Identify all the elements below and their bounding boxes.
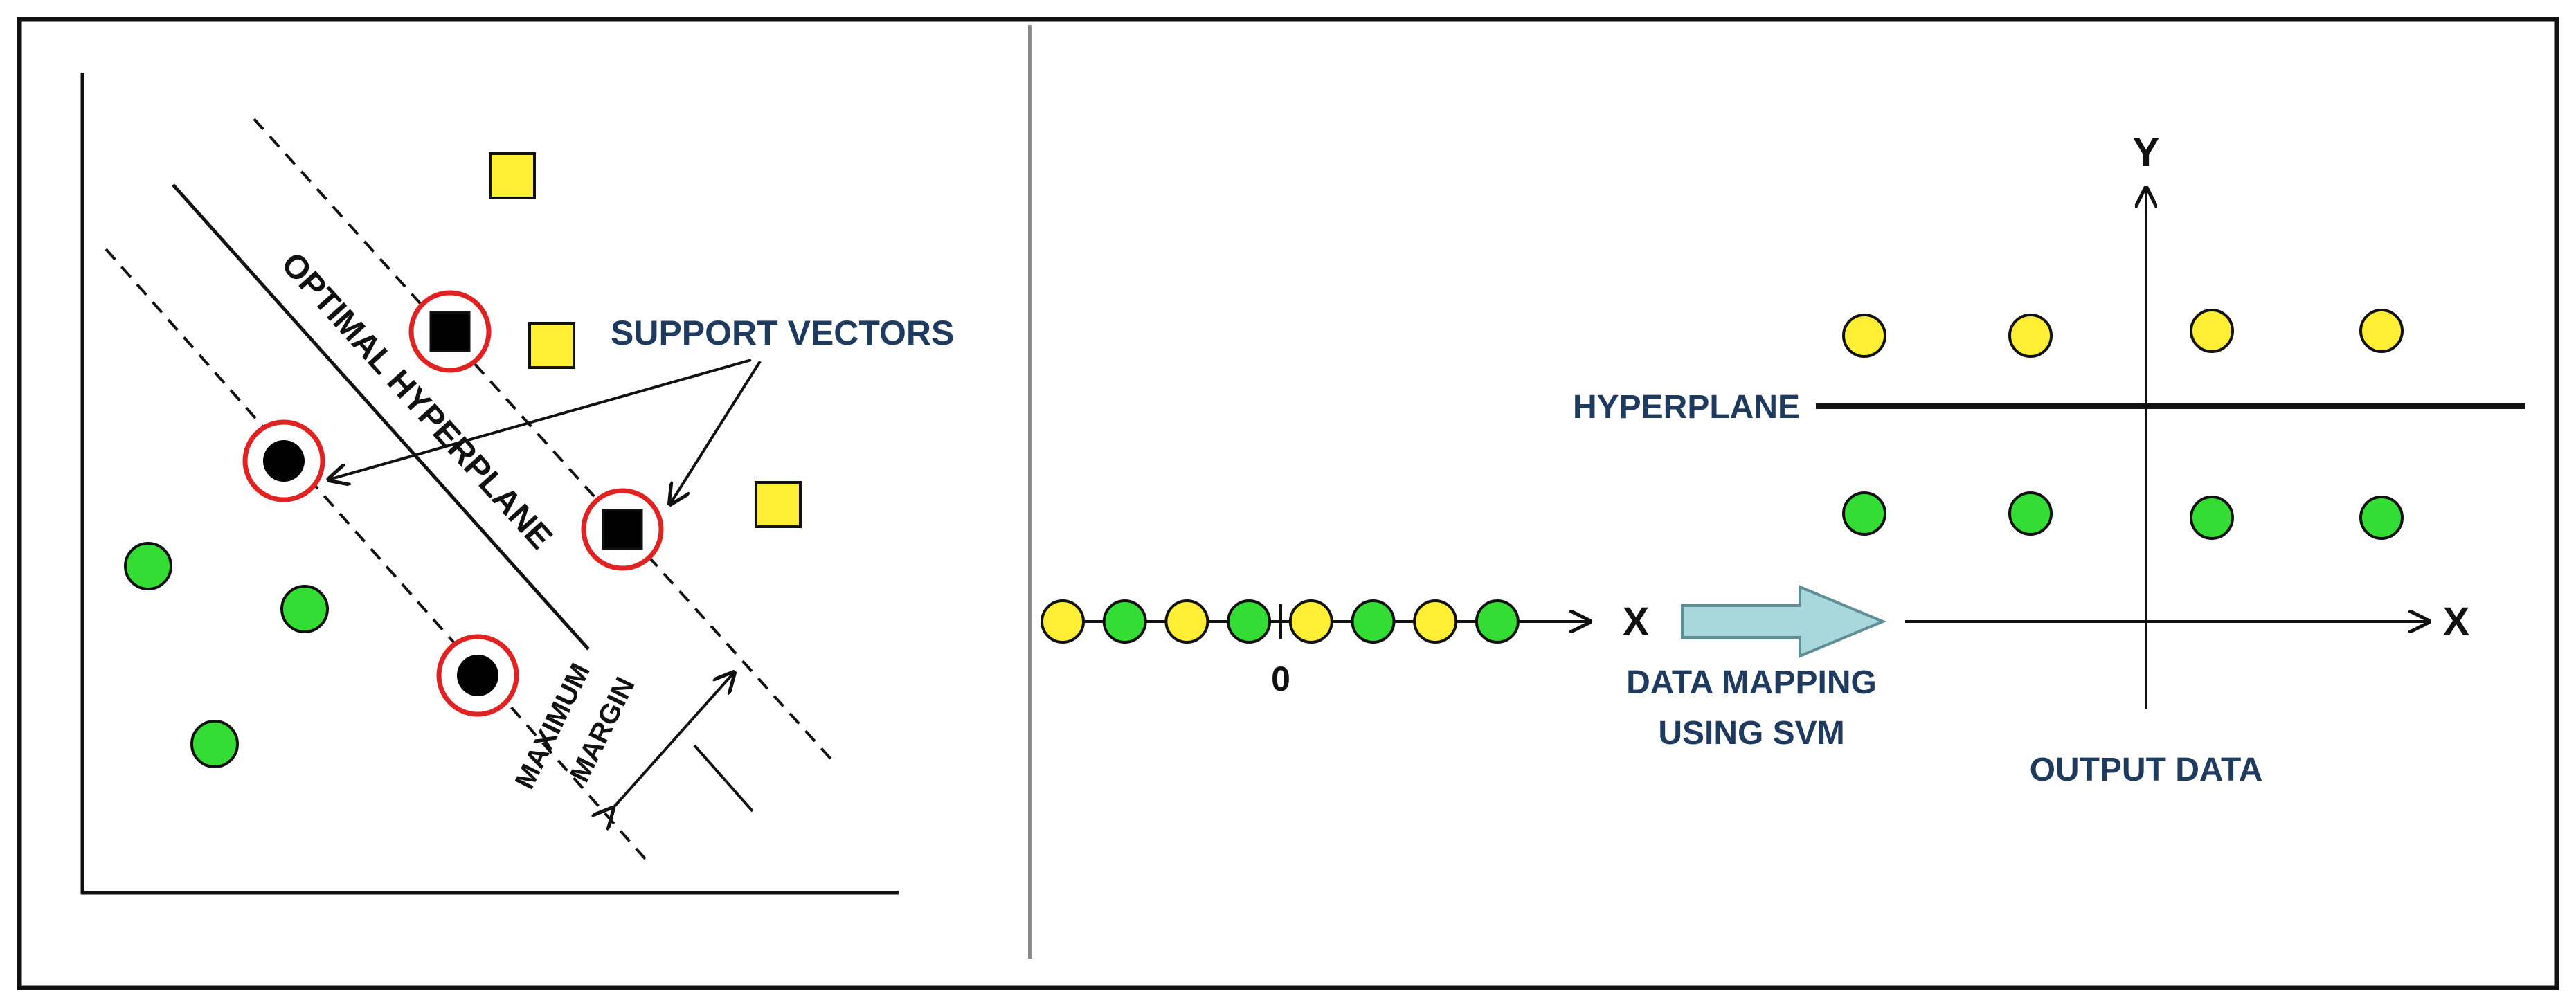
output-data-caption: OUTPUT DATA — [2030, 752, 2263, 788]
yellow-square-point — [528, 322, 575, 369]
support-vector-square — [602, 509, 643, 550]
yellow-square-point — [489, 152, 536, 199]
output-point-green — [2190, 496, 2234, 540]
output-point-yellow — [2359, 309, 2404, 353]
number-line-points — [1041, 599, 1520, 644]
green-circle-point — [190, 720, 239, 768]
outer-frame — [17, 17, 2559, 990]
output-points — [1842, 309, 2404, 540]
number-line-point-yellow — [1288, 599, 1333, 644]
support-vectors-label: SUPPORT VECTORS — [611, 314, 954, 352]
yellow-square-point — [755, 481, 802, 528]
output-hyperplane-label: HYPERPLANE — [1573, 389, 1800, 426]
maximum-margin-arrow — [613, 673, 734, 808]
green-circle-point — [280, 585, 329, 633]
lower-margin-line — [105, 248, 652, 867]
output-point-green — [1842, 491, 1886, 536]
number-line-origin-label: 0 — [1271, 660, 1290, 698]
number-line-point-yellow — [1413, 599, 1458, 644]
output-point-yellow — [1842, 314, 1886, 358]
support-vectors-arrow — [329, 359, 752, 480]
data-mapping-arrow — [1681, 585, 1887, 658]
number-line-point-yellow — [1041, 599, 1085, 644]
output-point-yellow — [2190, 309, 2234, 353]
data-mapping-label: DATA MAPPING — [1626, 664, 1877, 701]
number-line-point-yellow — [1164, 599, 1209, 644]
number-line-point-green — [1351, 599, 1396, 644]
optimal-hyperplane-line — [172, 183, 590, 651]
output-point-green — [2359, 496, 2404, 540]
margin-tick — [693, 744, 754, 813]
support-vector-circle — [263, 440, 305, 482]
number-line-point-green — [1102, 599, 1147, 644]
output-point-yellow — [2008, 314, 2053, 358]
green-circle-point — [124, 542, 172, 590]
support-vector-circle — [457, 655, 498, 696]
output-point-green — [2008, 491, 2053, 536]
upper-margin-line — [253, 118, 836, 764]
number-line-x-label: X — [1623, 599, 1650, 644]
support-vectors-arrow — [670, 360, 762, 504]
output-x-axis-label: X — [2443, 599, 2470, 644]
number-line-point-green — [1227, 599, 1272, 644]
right-panel: 0 X DATA MAPPING USING SVM X Y HYPERPLAN… — [1041, 130, 2525, 788]
output-y-axis-label: Y — [2133, 130, 2160, 175]
data-mapping-label: USING SVM — [1658, 715, 1844, 752]
number-line-point-green — [1475, 599, 1520, 644]
support-vector-square — [429, 311, 471, 352]
